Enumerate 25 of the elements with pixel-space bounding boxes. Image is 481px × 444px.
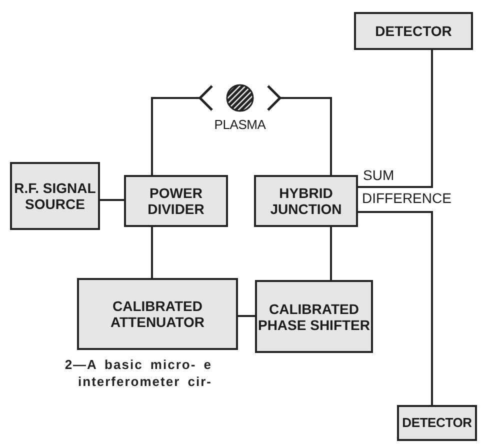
box-label: POWER DIVIDER [146,185,206,217]
detector-box [354,12,473,50]
connector-line [266,84,332,175]
plasma-label: PLASMA [214,117,266,133]
attenuator-box [77,278,238,350]
phase-shifter-box [255,280,373,353]
box-label: CALIBRATED ATTENUATOR [109,298,206,330]
detector-box [397,405,477,441]
connector-line [151,84,214,175]
figure-caption: 2—A basic micro- e interferometer cir- [64,356,212,390]
box-label: CALIBRATED PHASE SHIFTER [257,300,371,332]
edge-label: SUM [363,168,394,183]
connector-line [151,227,153,278]
box-label: DETECTOR [402,415,472,431]
connector-line [330,227,332,280]
box-label: DETECTOR [375,23,452,39]
edge-label: DIFFERENCE [362,191,452,206]
box-label: R.F. SIGNAL SOURCE [13,180,97,212]
connector-line [100,199,124,201]
source-box [10,162,100,230]
connector-line [358,50,433,188]
connector-line [238,315,255,317]
connector-line [358,211,433,405]
junction-box [254,175,358,227]
box-label: HYBRID JUNCTION [269,185,343,217]
